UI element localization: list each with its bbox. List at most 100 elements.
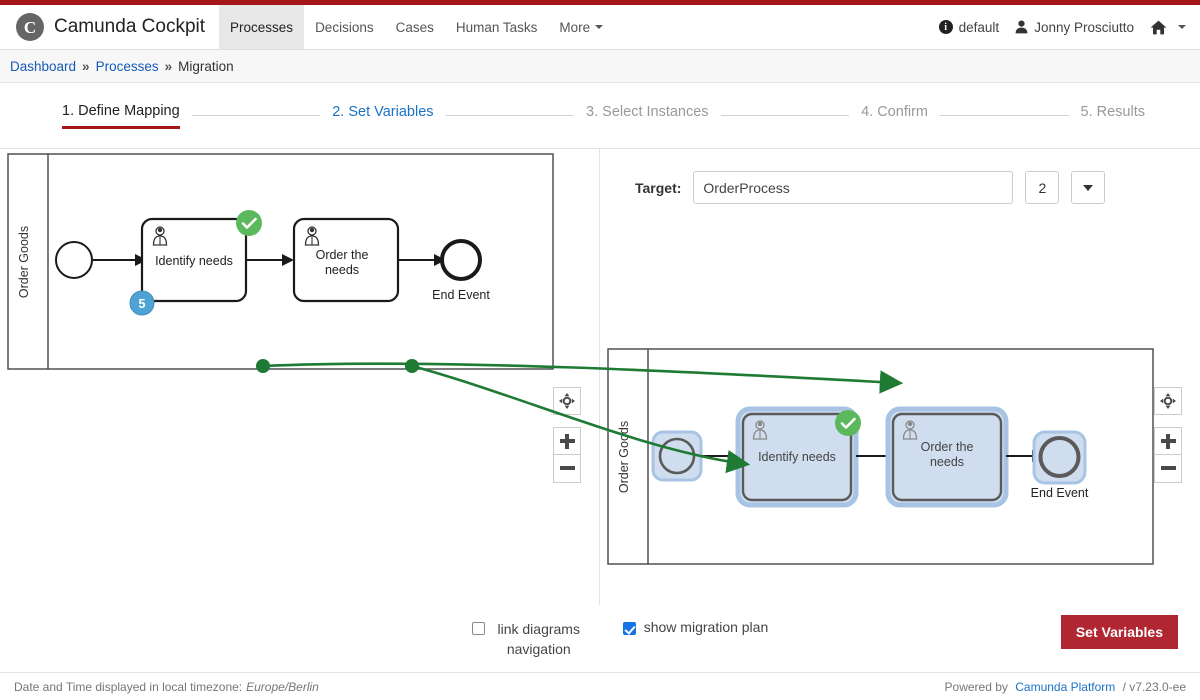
source-diagram-canvas[interactable]: Order Goods Identify needs (0, 149, 599, 605)
step-results: 5. Results (1080, 104, 1145, 120)
main-nav: Processes Decisions Cases Human Tasks Mo… (219, 5, 614, 49)
target-zoom-controls (1154, 387, 1182, 483)
link-diagrams-navigation-checkbox[interactable] (471, 622, 485, 635)
check-icon (840, 417, 856, 429)
show-migration-plan-checkbox-row[interactable]: show migration plan (622, 619, 769, 660)
user-task-icon (752, 420, 768, 440)
source-instance-count-value: 5 (139, 297, 146, 311)
target-task-2-label-line1: Order the (921, 440, 974, 454)
show-migration-plan-checkbox[interactable] (622, 622, 636, 635)
user-menu[interactable]: Jonny Prosciutto (1015, 20, 1134, 35)
step-connector (720, 115, 850, 116)
target-zoom-out-button[interactable] (1154, 455, 1182, 483)
target-start-event (658, 437, 696, 475)
engine-label: default (958, 19, 1000, 35)
nav-label-decisions: Decisions (315, 19, 374, 35)
step-confirm: 4. Confirm (861, 104, 928, 120)
target-pool-label: Order Goods (617, 421, 631, 493)
step-select-instances: 3. Select Instances (586, 104, 709, 120)
source-task-2-label-line2: needs (325, 263, 359, 277)
source-zoom-controls (553, 387, 581, 483)
target-reset-zoom-button[interactable] (1154, 387, 1182, 415)
crosshair-icon (1160, 393, 1176, 409)
target-diagram-canvas[interactable]: Order Goods Identify needs (600, 149, 1200, 605)
source-reset-zoom-button[interactable] (553, 387, 581, 415)
source-pool-label: Order Goods (17, 226, 31, 298)
nav-item-decisions[interactable]: Decisions (304, 5, 385, 49)
source-bpmn-svg: Order Goods Identify needs (7, 153, 554, 370)
source-instance-count-badge (129, 290, 155, 316)
link-diagrams-navigation-checkbox-row[interactable]: link diagrams navigation (471, 619, 585, 660)
breadcrumb-separator: » (82, 58, 90, 74)
nav-item-cases[interactable]: Cases (385, 5, 445, 49)
chevron-down-icon (595, 25, 604, 29)
breadcrumb-item-processes[interactable]: Processes (95, 58, 159, 74)
nav-label-human-tasks: Human Tasks (455, 19, 538, 35)
camunda-platform-link[interactable]: Camunda Platform (1015, 679, 1116, 694)
target-task-1-label: Identify needs (758, 450, 836, 464)
app-title: Camunda Cockpit (54, 16, 206, 37)
minus-icon (1161, 466, 1176, 470)
diagram-options: link diagrams navigation show migration … (432, 619, 769, 660)
minus-icon (560, 466, 575, 470)
home-menu[interactable] (1150, 20, 1186, 35)
source-zoom-out-button[interactable] (553, 455, 581, 483)
chevron-down-icon (1178, 25, 1186, 29)
link-diagrams-navigation-label: link diagrams navigation (497, 621, 580, 658)
app-header: C Camunda Cockpit Processes Decisions Ca… (0, 5, 1200, 50)
camunda-logo-icon: C (16, 13, 44, 41)
target-zoom-in-button[interactable] (1154, 427, 1182, 455)
target-version-dropdown[interactable] (1071, 171, 1106, 204)
user-task-icon (304, 226, 320, 246)
source-start-event (55, 241, 93, 279)
engine-selector[interactable]: i default (938, 19, 1000, 35)
target-panel: Target: 2 Order Goods (600, 149, 1200, 605)
target-mapped-check-badge (835, 410, 861, 436)
target-label: Target: (635, 179, 682, 196)
info-icon: i (938, 20, 953, 34)
nav-item-more[interactable]: More (548, 5, 614, 49)
step-set-variables[interactable]: 2. Set Variables (332, 104, 434, 120)
target-process-input[interactable] (693, 171, 1014, 204)
target-end-event (1038, 436, 1081, 478)
source-zoom-stack (553, 427, 581, 483)
source-task-1-label: Identify needs (155, 254, 233, 268)
crosshair-icon (559, 393, 575, 409)
breadcrumb: Dashboard » Processes » Migration (0, 50, 1200, 83)
powered-prefix: Powered by (944, 679, 1008, 694)
step-connector (445, 115, 575, 116)
user-task-icon (152, 226, 168, 246)
user-name: Jonny Prosciutto (1034, 19, 1134, 35)
step-connector (191, 115, 321, 116)
source-zoom-in-button[interactable] (553, 427, 581, 455)
footer-controls: link diagrams navigation show migration … (0, 605, 1200, 667)
user-icon (1015, 20, 1028, 34)
target-bpmn-svg: Order Goods Identify needs (607, 348, 1154, 565)
nav-label-cases: Cases (395, 19, 434, 35)
set-variables-button[interactable]: Set Variables (1060, 615, 1178, 649)
source-task-2-label-line1: Order the (316, 248, 369, 262)
nav-item-human-tasks[interactable]: Human Tasks (445, 5, 549, 49)
brand[interactable]: C Camunda Cockpit (0, 5, 219, 49)
header-right: i default Jonny Prosciutto (938, 5, 1200, 49)
nav-label-processes: Processes (230, 19, 294, 35)
target-version-value: 2 (1025, 171, 1060, 204)
source-panel: Source: 1 Order Goods (0, 149, 600, 605)
target-header: Target: 2 (600, 149, 1200, 204)
step-define-mapping[interactable]: 1. Define Mapping (62, 103, 180, 129)
powered-by: Powered by Camunda Platform / v7.23.0-ee (945, 680, 1186, 694)
show-migration-plan-label: show migration plan (643, 619, 769, 635)
target-task-order-the-needs (891, 412, 1003, 502)
logo-glyph: C (23, 17, 37, 37)
nav-item-processes[interactable]: Processes (219, 5, 305, 49)
timezone-value: Europe/Berlin (246, 679, 319, 694)
migration-panels: Source: 1 Order Goods (0, 148, 1200, 605)
source-end-event-label: End Event (432, 288, 490, 302)
chevron-down-icon (1083, 184, 1094, 191)
user-task-icon (902, 420, 918, 440)
breadcrumb-item-dashboard[interactable]: Dashboard (10, 58, 77, 74)
check-icon (241, 217, 257, 229)
source-mapped-check-badge (236, 210, 262, 236)
target-task-2-label-line2: needs (930, 455, 964, 469)
breadcrumb-item-migration: Migration (178, 58, 234, 74)
